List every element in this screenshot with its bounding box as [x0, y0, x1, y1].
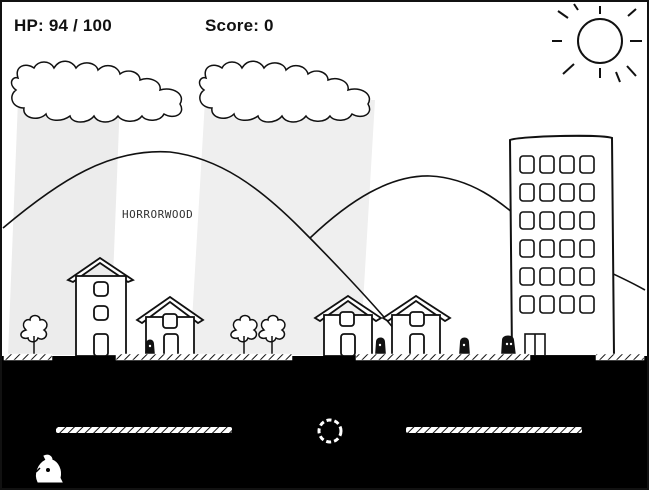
cloud-icon — [10, 60, 183, 123]
sidewalk — [595, 353, 645, 361]
crosshair-icon — [317, 418, 343, 444]
tree-icon — [20, 314, 48, 356]
tree-icon — [258, 314, 286, 356]
hp-readout: HP: 94 / 100 — [14, 16, 112, 36]
sidewalk — [115, 353, 293, 361]
hill-sign-text: HORRORWOOD — [122, 208, 193, 221]
sun-icon — [552, 3, 642, 83]
platform — [56, 427, 232, 433]
cloud-icon — [198, 60, 371, 123]
sidewalk — [3, 353, 53, 361]
sidewalk — [355, 353, 531, 361]
score-readout: Score: 0 — [205, 16, 274, 36]
hp-label: HP: — [14, 16, 44, 35]
house-icon — [66, 256, 135, 357]
score-value: 0 — [264, 16, 274, 35]
house-icon — [313, 294, 383, 357]
ghost-icon[interactable] — [501, 335, 516, 357]
ground — [2, 356, 647, 488]
ghost-icon[interactable] — [459, 337, 470, 357]
hill-left — [2, 150, 396, 331]
ghost-icon[interactable] — [145, 339, 155, 357]
house-icon — [381, 294, 452, 357]
score-label: Score: — [205, 16, 260, 35]
ghost-icon[interactable] — [375, 337, 386, 357]
tree-icon — [230, 314, 258, 356]
light-beam-right — [190, 100, 375, 355]
platform — [406, 427, 582, 433]
hp-value: 94 / 100 — [48, 16, 112, 35]
skyscraper-icon — [508, 134, 616, 357]
player-icon[interactable] — [35, 454, 63, 483]
